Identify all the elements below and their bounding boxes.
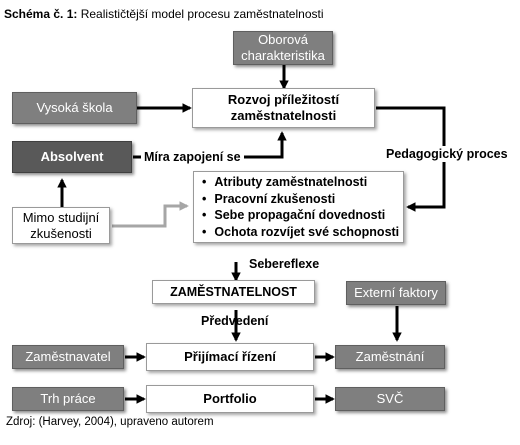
node-zamestnatelnost-label: ZAMĚSTNATELNOST bbox=[170, 284, 297, 299]
atributy-item: Sebe propagační dovednosti bbox=[202, 207, 399, 224]
node-oborova-charakteristika-label: Oborová charakteristika bbox=[241, 32, 325, 63]
node-portfolio: Portfolio bbox=[146, 385, 314, 413]
node-prijimaci-rizeni: Přijímací řízení bbox=[146, 343, 314, 371]
node-zamestnavatel-label: Zaměstnavatel bbox=[25, 349, 111, 365]
node-prijimaci-rizeni-label: Přijímací řízení bbox=[184, 349, 276, 365]
node-svc-label: SVČ bbox=[376, 391, 404, 407]
figure-title-text: Realističtější model procesu zaměstnatel… bbox=[80, 7, 324, 21]
atributy-list: Atributy zaměstnatelnosti Pracovní zkuše… bbox=[202, 174, 399, 240]
node-oborova-charakteristika: Oborová charakteristika bbox=[233, 31, 333, 65]
node-trh-prace: Trh práce bbox=[12, 387, 124, 411]
node-portfolio-label: Portfolio bbox=[203, 391, 257, 407]
atributy-item: Atributy zaměstnatelnosti bbox=[202, 174, 399, 191]
label-sebereflexe: Sebereflexe bbox=[249, 257, 320, 271]
node-absolvent: Absolvent bbox=[12, 141, 132, 173]
node-zamestnavatel: Zaměstnavatel bbox=[12, 345, 124, 369]
label-mira-zapojeni: Míra zapojení se bbox=[141, 149, 244, 165]
node-zamestnani-label: Zaměstnání bbox=[355, 349, 425, 365]
node-zamestnatelnost: ZAMĚSTNATELNOST bbox=[152, 280, 315, 304]
node-vysoka-skola-label: Vysoká škola bbox=[36, 100, 113, 116]
node-externi-faktory-label: Externí faktory bbox=[354, 285, 438, 301]
node-atributy: Atributy zaměstnatelnosti Pracovní zkuše… bbox=[193, 171, 404, 243]
node-mimo-studijni: Mimo studijní zkušenosti bbox=[12, 207, 110, 244]
figure-label: Schéma č. 1: bbox=[4, 7, 78, 21]
node-rozvoj: Rozvoj příležitostí zaměstnatelnosti bbox=[192, 88, 375, 128]
label-predvedeni: Předvedení bbox=[201, 314, 269, 328]
node-absolvent-label: Absolvent bbox=[40, 149, 104, 165]
figure-title: Schéma č. 1: Realističtější model proces… bbox=[4, 7, 324, 21]
label-pedagogicky-proces: Pedagogický proces bbox=[383, 146, 511, 162]
atributy-item: Ochota rozvíjet své schopnosti bbox=[202, 224, 399, 241]
node-rozvoj-label: Rozvoj příležitostí zaměstnatelnosti bbox=[227, 92, 340, 123]
node-trh-prace-label: Trh práce bbox=[40, 391, 96, 407]
node-externi-faktory: Externí faktory bbox=[346, 281, 446, 305]
source-note: Zdroj: (Harvey, 2004), upraveno autorem bbox=[6, 416, 214, 428]
atributy-item: Pracovní zkušenosti bbox=[202, 191, 399, 208]
node-svc: SVČ bbox=[335, 387, 445, 411]
node-vysoka-skola: Vysoká škola bbox=[12, 92, 137, 124]
node-mimo-studijni-label: Mimo studijní zkušenosti bbox=[22, 209, 100, 241]
node-zamestnani: Zaměstnání bbox=[335, 345, 445, 369]
edge-mimo-atributy bbox=[112, 201, 189, 228]
